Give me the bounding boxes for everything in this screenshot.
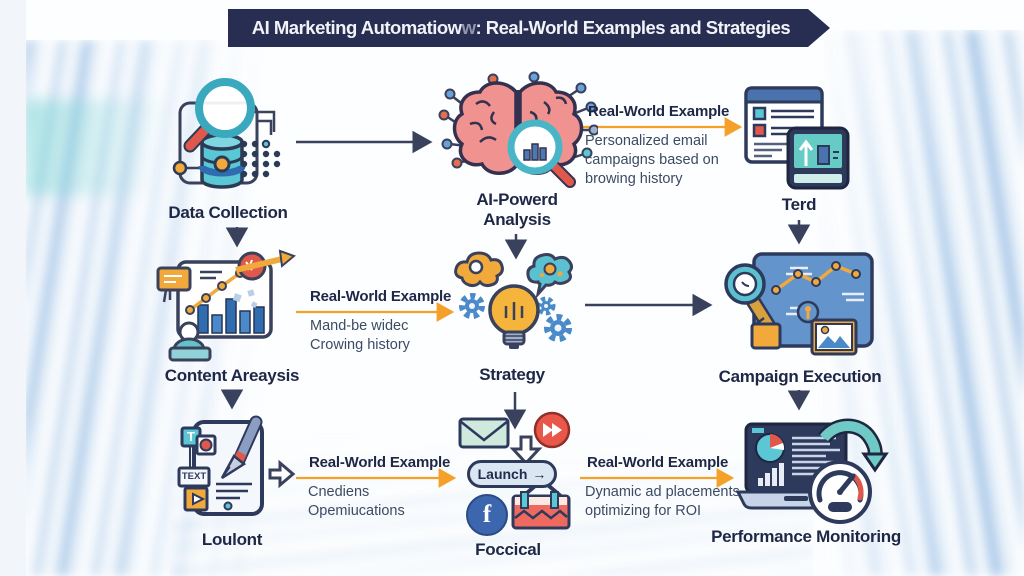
- label-terd: Terd: [781, 195, 817, 214]
- facebook-glyph: f: [482, 501, 492, 528]
- label-data-collection: Data Collection: [168, 203, 288, 222]
- magnifier: [183, 78, 255, 153]
- tablet-pen-content-icon: [177, 415, 296, 516]
- facebook-icon: f: [466, 494, 508, 536]
- title-ghost-letter: w: [461, 17, 476, 38]
- example4-body: Dynamic ad placements optimizing for ROI: [585, 483, 740, 521]
- image-card: [810, 318, 858, 356]
- person-badge: [796, 300, 820, 324]
- label-loulont: Loulont: [201, 530, 263, 549]
- upload-card: [786, 126, 850, 190]
- label-strategy: Strategy: [479, 365, 545, 384]
- campaign-board-megaphone-icon: [724, 252, 874, 356]
- outline-down-arrow-icon: [509, 435, 543, 466]
- example3-heading: Real-World Example: [309, 454, 451, 471]
- speech-bubble: [526, 253, 573, 300]
- label-content-analysis: Content Areaysis: [164, 366, 300, 385]
- text-block-label: TEXT: [181, 471, 207, 482]
- label-ai-analysis-line1: AI-Powerd: [476, 190, 558, 209]
- foccical-node: Launch → f: [455, 406, 581, 538]
- launch-arrow-icon: →: [532, 466, 547, 482]
- content-blocks: [177, 426, 217, 512]
- label-campaign-execution: Campaign Execution: [718, 367, 882, 386]
- magnifier-database-icon: [172, 78, 281, 189]
- brain-circuit-magnifier-icon: [438, 71, 598, 188]
- growth-line: [771, 261, 861, 295]
- target-arrow: [235, 249, 296, 281]
- example2-line1: Mand-be widec: [310, 318, 409, 334]
- circuit-dots: [438, 71, 598, 169]
- example3-line1: Cnediens: [308, 484, 370, 500]
- gauge-icon: [808, 460, 872, 524]
- presenter-person: [168, 321, 212, 362]
- example4-heading: Real-World Example: [587, 454, 729, 471]
- launch-social-cluster-icon: [458, 411, 571, 530]
- analysis-magnifier: [507, 119, 576, 188]
- orange-tag: [156, 266, 192, 303]
- label-performance-monitoring: Performance Monitoring: [711, 527, 901, 546]
- example3-line2: Opemiucations: [308, 503, 405, 519]
- label-ai-analysis: AI-Powerd Analysis: [417, 190, 617, 230]
- megaphone: [724, 263, 782, 350]
- whiteboard-chart-presenter-icon: [156, 249, 296, 362]
- t-block-label: T: [187, 429, 195, 444]
- launch-label: Launch: [477, 466, 528, 482]
- database-cylinder: [198, 133, 246, 189]
- outline-arrow-right-icon: [268, 459, 296, 489]
- idea-cloud: [454, 251, 504, 288]
- bar-chart: [197, 298, 265, 334]
- example1-line2: campaigns based on: [585, 152, 719, 168]
- label-ai-analysis-line2: Analysis: [483, 210, 551, 229]
- puzzle-bits: [232, 289, 258, 309]
- example1-line1: Personalized email: [585, 133, 708, 149]
- title-part-1: AI Marketing Automatiow: [251, 17, 462, 38]
- example1-heading: Real-World Example: [588, 103, 730, 120]
- example2-line2: Crowing history: [310, 337, 410, 353]
- example4-line1: Dynamic ad placements: [585, 484, 740, 500]
- dot-grid: [240, 139, 281, 178]
- left-white-strip: [0, 0, 26, 576]
- example1-line3: browing history: [585, 171, 683, 187]
- fast-forward-icon: [533, 411, 571, 449]
- example1-body: Personalized email campaigns based on br…: [585, 132, 719, 189]
- launch-button: Launch →: [467, 460, 557, 488]
- bokeh-teal-accent: [24, 100, 204, 195]
- example2-body: Mand-be widec Crowing history: [310, 317, 410, 355]
- lightbulb-gears-icon: [454, 251, 573, 349]
- example4-line2: optimizing for ROI: [585, 503, 702, 519]
- lightbulb: [488, 284, 540, 349]
- envelope-icon: [458, 417, 510, 449]
- page-title: AI Marketing Automatioww: Real-World Exa…: [252, 17, 806, 39]
- example2-heading: Real-World Example: [310, 288, 452, 305]
- browser-window-upload-icon: [744, 86, 850, 190]
- title-part-2: : Real-World Examples and Strategies: [475, 17, 791, 38]
- title-banner: AI Marketing Automatioww: Real-World Exa…: [228, 9, 830, 47]
- loulont-node: T TEXT: [170, 406, 302, 528]
- dashboard-gauge-refresh-icon: [736, 418, 889, 524]
- refresh-arrow-icon: [818, 418, 889, 473]
- pen: [220, 415, 263, 480]
- gear-left: [459, 293, 485, 319]
- label-foccical: Foccical: [475, 540, 541, 559]
- gears-right: [536, 296, 572, 342]
- example3-body: Cnediens Opemiucations: [308, 483, 405, 521]
